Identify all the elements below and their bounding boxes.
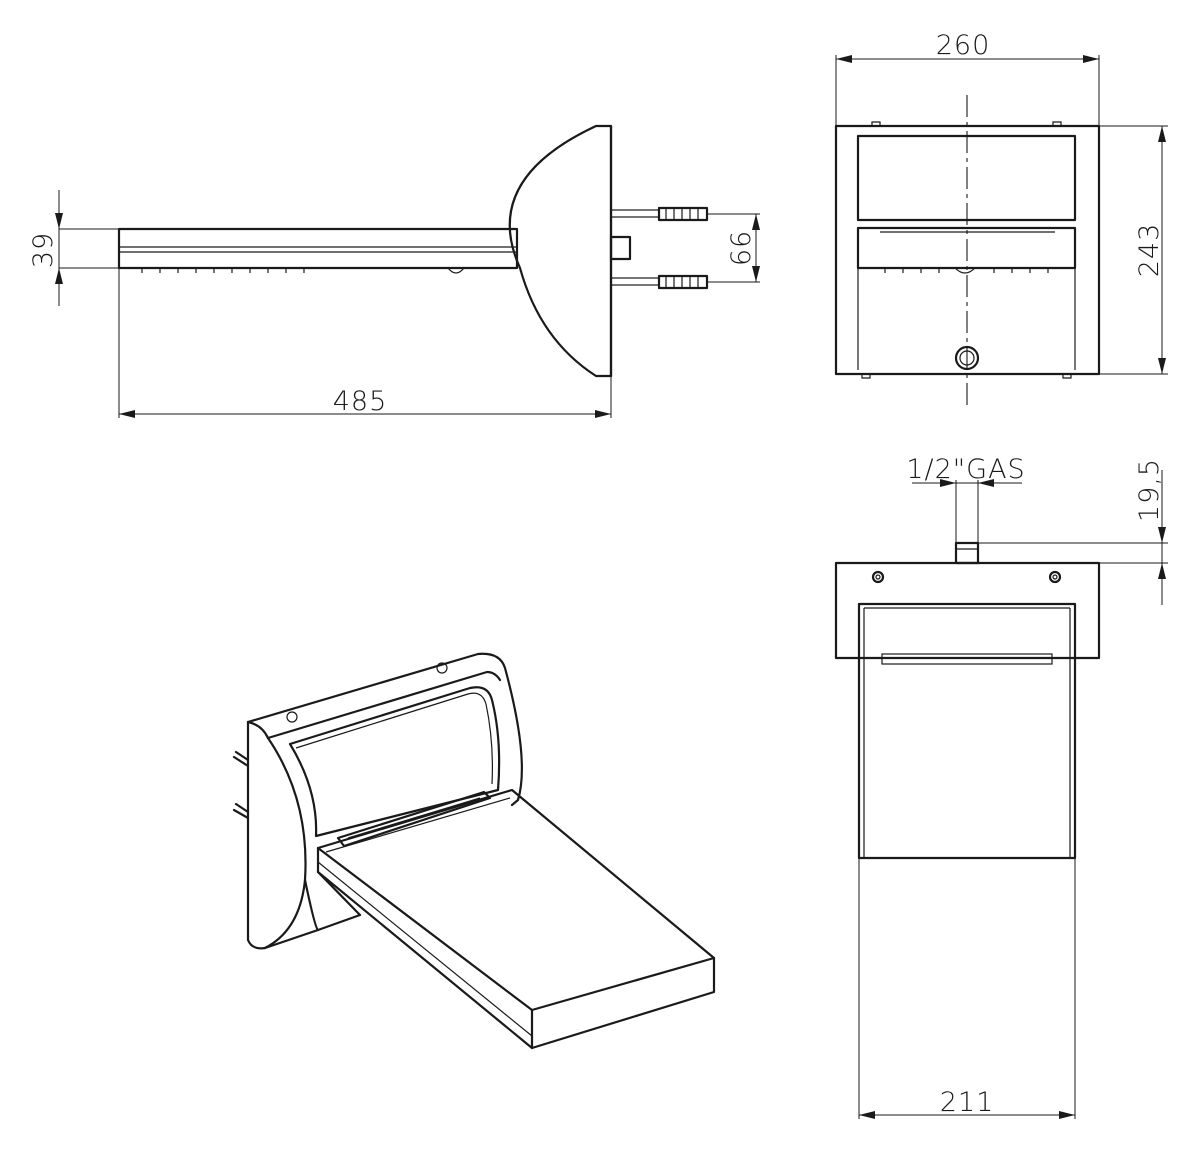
nozzle-row bbox=[141, 268, 305, 273]
dim-bar-height: 39 bbox=[28, 232, 59, 268]
front-view: 260 243 bbox=[834, 30, 1168, 405]
dim-fixing-spacing: 66 bbox=[726, 230, 757, 266]
fixing-screw-lower bbox=[610, 274, 709, 290]
top-view: 1/2"GAS 19,5 211 bbox=[834, 454, 1168, 1119]
side-view: 39 66 485 bbox=[28, 124, 760, 418]
fixing-screw-upper bbox=[610, 206, 709, 222]
dim-spout-width: 211 bbox=[940, 1087, 995, 1118]
dim-front-height: 243 bbox=[1134, 223, 1165, 278]
inlet-fitting bbox=[609, 235, 632, 261]
dim-overall-length: 485 bbox=[333, 386, 388, 417]
dim-front-width: 260 bbox=[936, 30, 991, 61]
dim-thread: 1/2"GAS bbox=[906, 454, 1025, 485]
pipe-connection bbox=[954, 541, 980, 565]
dim-connection-length: 19,5 bbox=[1134, 458, 1165, 522]
isometric-view bbox=[232, 652, 716, 1050]
